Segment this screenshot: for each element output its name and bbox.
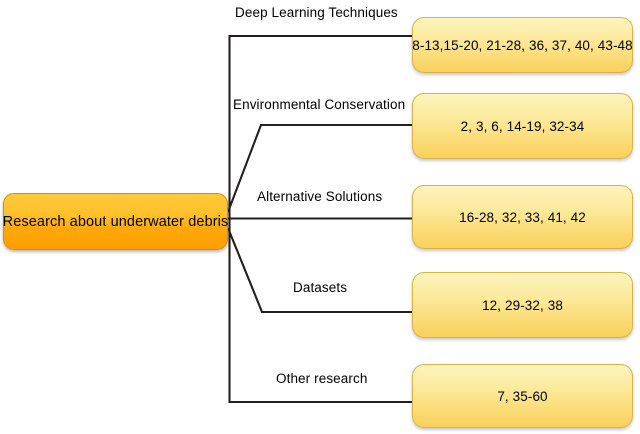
branch-connector-2 xyxy=(227,123,412,213)
reference-list: 2, 3, 6, 14-19, 32-34 xyxy=(460,118,585,134)
reference-list: 8-13,15-20, 21-28, 36, 37, 40, 43-48 xyxy=(412,37,633,53)
reference-box-other-research[interactable]: 7, 35-60 xyxy=(412,364,633,428)
reference-box-environmental-conservation[interactable]: 2, 3, 6, 14-19, 32-34 xyxy=(412,93,633,159)
branch-label-environmental-conservation: Environmental Conservation xyxy=(231,97,408,112)
branch-connector-4 xyxy=(227,227,412,314)
root-node-label: Research about underwater debris xyxy=(2,213,229,230)
branch-label-alternative-solutions: Alternative Solutions xyxy=(255,189,385,204)
reference-list: 12, 29-32, 38 xyxy=(482,297,563,313)
reference-box-datasets[interactable]: 12, 29-32, 38 xyxy=(412,272,633,338)
branch-label-other-research: Other research xyxy=(274,371,370,386)
reference-list: 7, 35-60 xyxy=(497,388,548,404)
reference-box-alternative-solutions[interactable]: 16-28, 32, 33, 41, 42 xyxy=(412,185,633,249)
reference-list: 16-28, 32, 33, 41, 42 xyxy=(459,209,586,225)
branch-label-deep-learning-techniques: Deep Learning Techniques xyxy=(233,5,400,20)
branch-label-datasets: Datasets xyxy=(291,280,350,295)
reference-box-deep-learning-techniques[interactable]: 8-13,15-20, 21-28, 36, 37, 40, 43-48 xyxy=(412,17,633,73)
root-node[interactable]: Research about underwater debris xyxy=(3,193,228,250)
